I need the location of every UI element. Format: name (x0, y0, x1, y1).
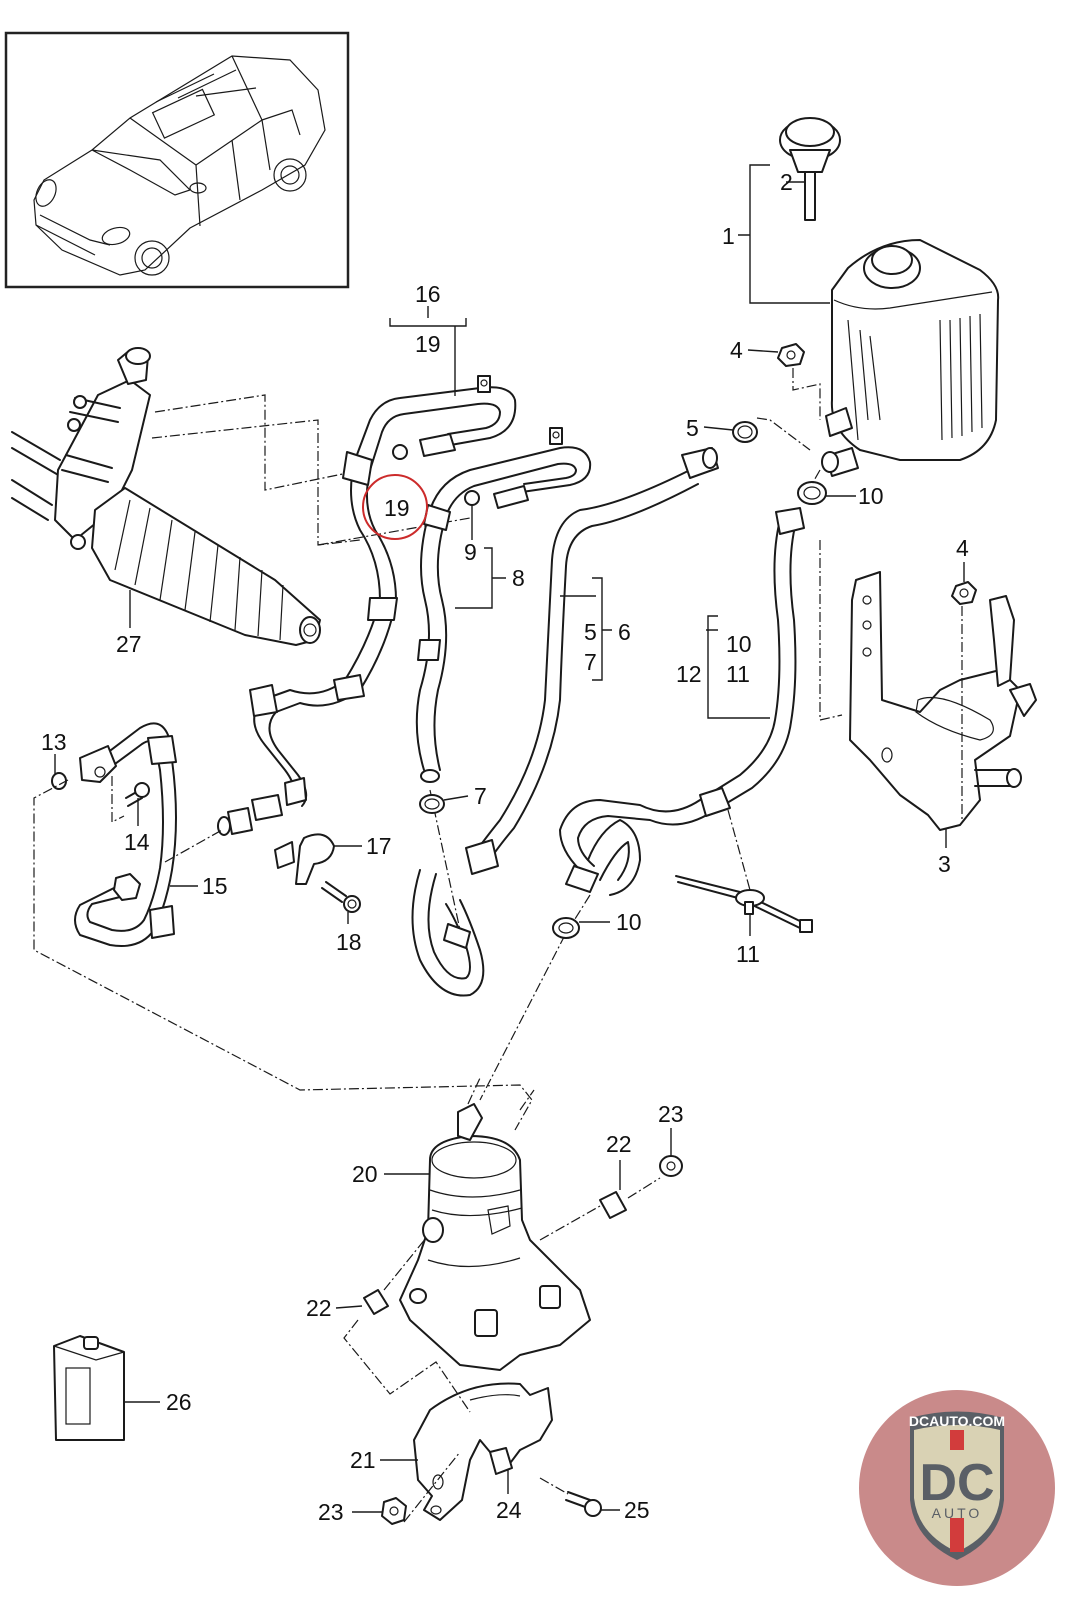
callout-12[interactable]: 12 (676, 661, 702, 687)
callout-17[interactable]: 17 (366, 833, 392, 859)
dcauto-watermark: DCAUTO.COM DC AUTO (859, 1390, 1055, 1586)
stud (335, 1289, 389, 1315)
suction-hose (559, 507, 805, 896)
oil-container (53, 1335, 160, 1441)
callout-6[interactable]: 6 (618, 619, 631, 645)
callout-18[interactable]: 18 (336, 929, 362, 955)
watermark-shield (914, 1425, 1000, 1552)
callout-2[interactable]: 2 (780, 169, 793, 195)
watermark-top-text: DCAUTO.COM (909, 1413, 1005, 1429)
callout-23[interactable]: 23 (658, 1101, 684, 1127)
callout-10[interactable]: 10 (858, 483, 884, 509)
callout-3[interactable]: 3 (938, 851, 951, 877)
bolt (565, 1491, 620, 1517)
vehicle-thumbnail (4, 31, 350, 289)
callout-26[interactable]: 26 (166, 1389, 192, 1415)
watermark-bottom-text: AUTO (932, 1505, 983, 1521)
rubber-mount (489, 1447, 513, 1494)
hose-clamp (797, 481, 856, 505)
power-steering-pump (384, 1103, 591, 1371)
callout-13[interactable]: 13 (41, 729, 67, 755)
callout-27[interactable]: 27 (116, 631, 142, 657)
callout-24[interactable]: 24 (496, 1497, 522, 1523)
callout-11[interactable]: 11 (726, 661, 750, 687)
hex-nut (951, 562, 977, 605)
bolt (111, 776, 150, 826)
callout-1[interactable]: 1 (722, 223, 735, 249)
watermark-stripe-bottom (950, 1518, 964, 1552)
callout-5[interactable]: 5 (686, 415, 699, 441)
watermark-monogram: DC (919, 1454, 994, 1512)
callout-25[interactable]: 25 (624, 1497, 650, 1523)
callout-16[interactable]: 16 (415, 281, 441, 307)
callout-22[interactable]: 22 (306, 1295, 332, 1321)
watermark-stripe-top (950, 1430, 964, 1450)
callout-19[interactable]: 19 (415, 331, 441, 357)
stud (599, 1160, 627, 1219)
o-ring (51, 754, 67, 790)
reservoir-cap (779, 117, 841, 221)
callout-7[interactable]: 7 (474, 783, 487, 809)
callout-22[interactable]: 22 (606, 1131, 632, 1157)
highlight-ring (362, 474, 428, 540)
callout-7[interactable]: 7 (584, 649, 597, 675)
callout-11[interactable]: 11 (736, 941, 760, 967)
callout-21[interactable]: 21 (350, 1447, 376, 1473)
hex-nut (747, 343, 805, 367)
callout-23[interactable]: 23 (318, 1499, 344, 1525)
callout-8[interactable]: 8 (512, 565, 525, 591)
pressure-line (74, 722, 198, 947)
pressure-line-assembly (217, 306, 517, 836)
return-line (415, 427, 592, 783)
supply-hose (465, 447, 719, 875)
nut (659, 1128, 683, 1177)
hose-clamp (419, 794, 469, 814)
holder-clip (274, 833, 362, 885)
bolt (321, 881, 361, 924)
steering-rack (11, 347, 321, 646)
callout-20[interactable]: 20 (352, 1161, 378, 1187)
callout-4[interactable]: 4 (956, 535, 969, 561)
callout-4[interactable]: 4 (730, 337, 743, 363)
callout-5[interactable]: 5 (584, 619, 597, 645)
lower-return-hose (411, 869, 485, 997)
callout-15[interactable]: 15 (202, 873, 228, 899)
callout-19-highlighted[interactable]: 19 (384, 495, 410, 521)
callout-10[interactable]: 10 (726, 631, 752, 657)
cable-tie (675, 875, 813, 936)
nut (352, 1497, 407, 1525)
hose-clamp (703, 421, 758, 443)
hose-clamp (552, 917, 610, 939)
callout-14[interactable]: 14 (124, 829, 150, 855)
suv-outline-icon (33, 55, 326, 276)
callout-10[interactable]: 10 (616, 909, 642, 935)
fluid-reservoir (738, 164, 1000, 477)
reservoir-bracket (849, 571, 1037, 848)
pump-bracket (380, 1382, 553, 1521)
callout-9[interactable]: 9 (464, 539, 477, 565)
